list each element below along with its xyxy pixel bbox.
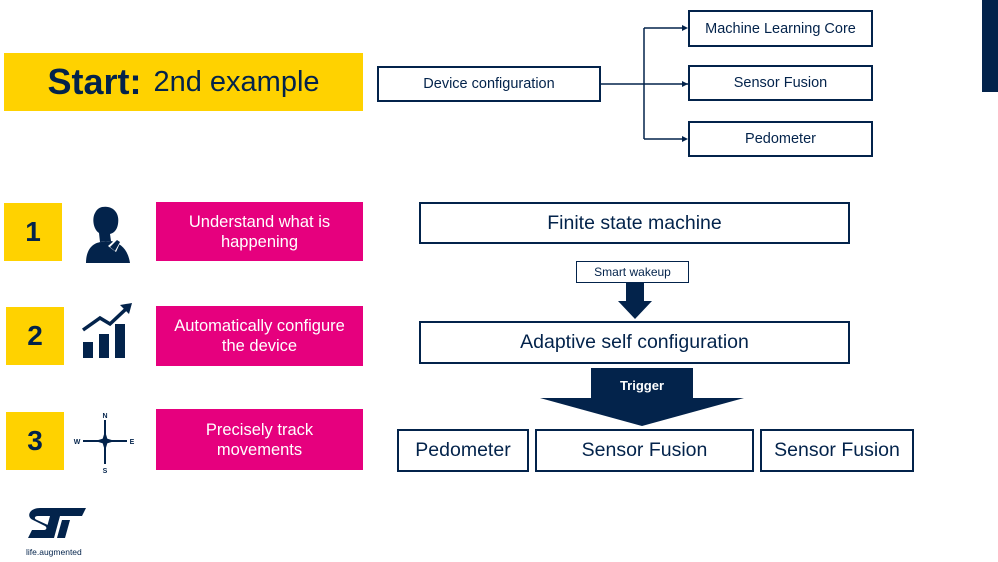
compass-w: W [74,439,81,446]
growth-chart-icon [81,303,132,358]
title-banner: Start: 2nd example [4,53,363,111]
finite-state-machine-box: Finite state machine [419,202,850,244]
trigger-arrow-icon [540,368,744,426]
step-number-3: 3 [6,412,64,470]
step-number-1: 1 [4,203,62,261]
adaptive-self-configuration-box: Adaptive self configuration [419,321,850,364]
st-logo: life.augmented [26,506,96,557]
trigger-label: Trigger [619,378,665,393]
config-target-sensor-fusion: Sensor Fusion [688,65,873,101]
output-pedometer-box: Pedometer [397,429,529,472]
config-target-pedometer: Pedometer [688,121,873,157]
st-logo-mark [28,508,86,538]
step-2-text: Automatically configure the device [156,306,363,366]
output-sensor-fusion-box-2: Sensor Fusion [760,429,914,472]
config-connector-lines [601,25,688,142]
down-arrow-icon [618,283,652,319]
scrollbar-thumb[interactable] [982,0,998,92]
title-main: Start: [47,61,142,102]
compass-s: S [103,468,108,474]
st-logo-tagline: life.augmented [26,547,82,557]
device-configuration-box: Device configuration [377,66,601,102]
config-target-mlc: Machine Learning Core [688,10,873,47]
compass-icon: N S E W [74,413,135,474]
step-number-2: 2 [6,307,64,365]
title-sub: 2nd example [153,65,320,98]
compass-e: E [130,439,135,446]
smart-wakeup-label: Smart wakeup [576,261,689,283]
output-sensor-fusion-box-1: Sensor Fusion [535,429,754,472]
thinking-person-icon [86,206,130,263]
step-3-text: Precisely track movements [156,409,363,470]
compass-n: N [102,413,107,420]
step-1-text: Understand what is happening [156,202,363,261]
